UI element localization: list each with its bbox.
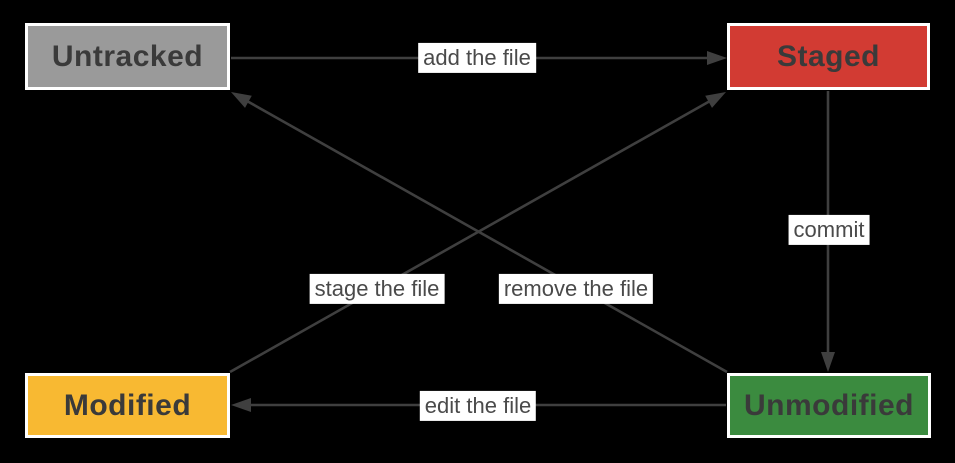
state-label-modified: Modified bbox=[63, 388, 192, 422]
arrow-remove-the-file bbox=[231, 92, 728, 374]
arrow-add-head bbox=[707, 51, 727, 65]
transition-label-stage-the-file: stage the file bbox=[309, 273, 445, 305]
state-label-staged: Staged bbox=[776, 39, 881, 73]
arrow-edit-head bbox=[231, 398, 251, 412]
transition-label-remove-the-file: remove the file bbox=[498, 273, 654, 305]
arrow-stage-the-file bbox=[229, 92, 726, 374]
arrow-remove-head bbox=[231, 92, 252, 108]
transition-label-edit-the-file: edit the file bbox=[419, 390, 537, 422]
state-box-unmodified: Unmodified bbox=[727, 373, 931, 438]
state-label-untracked: Untracked bbox=[51, 39, 204, 73]
state-label-unmodified: Unmodified bbox=[744, 388, 914, 422]
state-box-modified: Modified bbox=[25, 373, 230, 438]
state-box-staged: Staged bbox=[727, 23, 930, 90]
transition-label-add-the-file: add the file bbox=[418, 42, 536, 74]
arrow-stage-line bbox=[229, 99, 711, 374]
arrow-stage-head bbox=[705, 92, 726, 108]
arrow-commit-head bbox=[821, 352, 835, 372]
transition-label-commit: commit bbox=[788, 214, 870, 246]
state-box-untracked: Untracked bbox=[25, 23, 230, 90]
arrow-remove-line bbox=[246, 99, 728, 374]
